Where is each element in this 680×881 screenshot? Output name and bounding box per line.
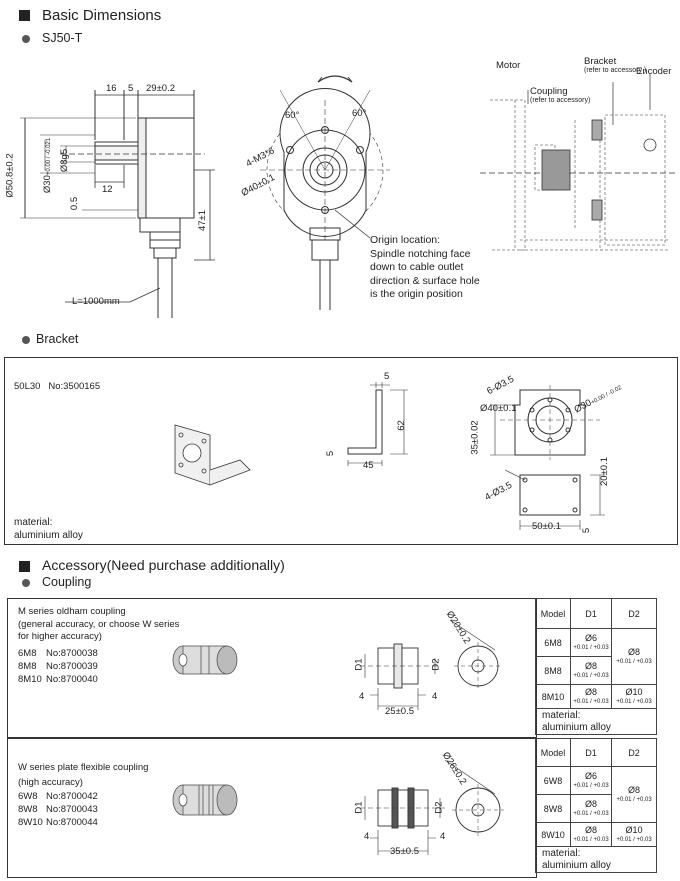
m-dim-D1: D1 — [353, 658, 365, 671]
m-coupling-photo — [172, 645, 238, 675]
bracket-dim-35: 35±0.02 — [469, 420, 481, 455]
bracket-material: material:aluminium alloy — [14, 517, 83, 541]
motor-label: Motor — [496, 60, 521, 71]
bracket-dim-5c: 5 — [581, 527, 593, 534]
table-header: D1 — [570, 598, 612, 629]
assembly-diagram — [480, 74, 675, 251]
table-header: Model — [535, 738, 571, 767]
bracket-dim-20: 20±0.1 — [599, 457, 610, 486]
table-row: 8M8 Ø8+0.01 / +0.03 — [535, 656, 657, 685]
origin-note: Origin location: Spindle notching face d… — [370, 234, 480, 300]
coupling-bullet-icon — [22, 579, 30, 587]
accessory-title: Accessory(Need purchase additionally) — [42, 557, 285, 573]
table-row: 6W8 Ø6+0.01 / +0.03 Ø8+0.01 / +0.03 — [535, 766, 657, 823]
encoder-side-view — [20, 90, 215, 318]
bracket-label: Bracket — [584, 56, 617, 67]
dim-5: 5 — [128, 83, 134, 94]
accessory-bullet-icon — [19, 561, 30, 572]
bracket-dim-40: Ø40±0.1 — [480, 403, 517, 414]
model-label: SJ50-T — [42, 31, 83, 45]
coupling-subtitle: Coupling — [42, 575, 92, 589]
m-series-desc: M series oldham coupling (general accura… — [18, 606, 180, 642]
w-dim-35: 35±0.5 — [390, 846, 419, 857]
bracket-front-view — [490, 385, 605, 530]
angle-60-left: 60° — [285, 110, 300, 121]
table-header: D2 — [611, 598, 657, 629]
dim-8: Ø8g5 — [59, 148, 71, 173]
bracket-dim-45: 45 — [363, 460, 374, 471]
m-series-table: Model D1 D2 6M8 Ø6+0.01 / +0.03 Ø8+0.01 … — [535, 598, 657, 735]
bracket-dim-62: 62 — [395, 420, 407, 431]
dim-47: 47±1 — [197, 209, 209, 232]
bracket-dim-50: 50±0.1 — [532, 521, 561, 532]
dim-0-5: 0.5 — [69, 196, 81, 211]
bracket-iso-view — [174, 424, 251, 486]
section-bullet-icon — [19, 10, 30, 21]
sub-bullet-icon — [22, 35, 30, 43]
w-series-desc: W series plate flexible coupling (high a… — [18, 762, 149, 788]
bracket-dim-5b: 5 — [325, 450, 337, 457]
dim-30: Ø30+0.00 / -0.021 — [42, 137, 54, 194]
table-row: 8W10 Ø8+0.01 / +0.03 Ø10+0.01 / +0.03 — [535, 822, 657, 847]
dim-16: 16 — [106, 83, 117, 94]
bracket-dim-5a: 5 — [384, 371, 390, 382]
w-coupling-drawing — [360, 759, 504, 855]
cable-length: L=1000mm — [72, 296, 120, 307]
m-dim-D2: D2 — [430, 658, 442, 671]
encoder-front-view — [260, 75, 390, 310]
table-header: Model — [535, 598, 571, 629]
coupling-ref: (refer to accessory) — [530, 97, 591, 104]
table-header: D2 — [611, 738, 657, 767]
w-series-table: Model D1 D2 6W8 Ø6+0.01 / +0.03 Ø8+0.01 … — [535, 738, 657, 873]
dim-12: 12 — [102, 184, 113, 195]
w-dim-D1: D1 — [353, 801, 365, 814]
m-dim-4a: 4 — [359, 691, 365, 702]
w-dim-4b: 4 — [440, 831, 446, 842]
m-dim-25: 25±0.5 — [385, 706, 414, 717]
bracket-model: 50L30 No:3500165 — [14, 381, 101, 392]
m-coupling-drawing — [360, 619, 502, 710]
bracket-title: Bracket — [36, 332, 79, 346]
table-material: material:aluminium alloy — [535, 708, 657, 735]
table-material: material:aluminium alloy — [535, 846, 657, 873]
coupling-label: Coupling — [530, 86, 568, 97]
w-dim-4a: 4 — [364, 831, 370, 842]
bracket-bullet-icon — [22, 336, 30, 344]
table-header: D1 — [570, 738, 612, 767]
angle-60-right: 60° — [352, 108, 367, 119]
bracket-ref: (refer to accessory ) — [584, 67, 647, 74]
dim-29: 29±0.2 — [146, 83, 175, 94]
table-row: 6M8 Ø6+0.01 / +0.03 Ø8+0.01 / +0.03 — [535, 628, 657, 685]
w-dim-D2: D2 — [433, 801, 445, 814]
dim-50: Ø50.8±0.2 — [4, 153, 16, 198]
basic-dimensions-title: Basic Dimensions — [42, 7, 162, 24]
w-coupling-photo — [172, 784, 238, 816]
table-row: 8W8 Ø8+0.01 / +0.03 — [535, 794, 657, 823]
m-dim-4b: 4 — [432, 691, 438, 702]
bracket-panel — [4, 357, 678, 545]
table-row: 8M10 Ø8+0.01 / +0.03 Ø10+0.01 / +0.03 — [535, 684, 657, 709]
bracket-side-view — [347, 382, 408, 466]
encoder-label: Encoder — [636, 66, 672, 77]
